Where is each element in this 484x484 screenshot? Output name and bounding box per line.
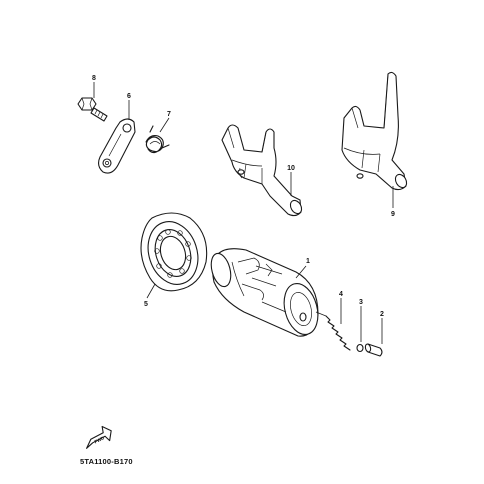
callout-10: 10 [287,165,295,172]
shift-fork-right-part [341,71,408,191]
callout-1: 1 [306,258,310,265]
pin-plug-part [364,343,383,357]
leader-lines [93,82,394,344]
callout-9: 9 [391,211,395,218]
torsion-spring-part [145,125,170,154]
stopper-lever-part [97,118,136,174]
callout-3: 3 [359,299,363,306]
ball-part [356,343,364,353]
drawing-code: 5TA1100-B170 [80,457,133,466]
callout-6: 6 [127,93,131,100]
forward-arrow-label: FWD [94,435,106,445]
callout-7: 7 [167,111,171,118]
shift-fork-left-part [221,124,303,217]
callout-4: 4 [339,291,343,298]
callout-5: 5 [144,301,148,308]
forward-arrow-icon: FWD [86,425,112,449]
bearing-part [140,212,208,292]
coil-spring-part [315,311,351,351]
shift-drum-part [210,248,319,337]
bolt-part [77,97,108,122]
callout-8: 8 [92,75,96,82]
callout-2: 2 [380,311,384,318]
